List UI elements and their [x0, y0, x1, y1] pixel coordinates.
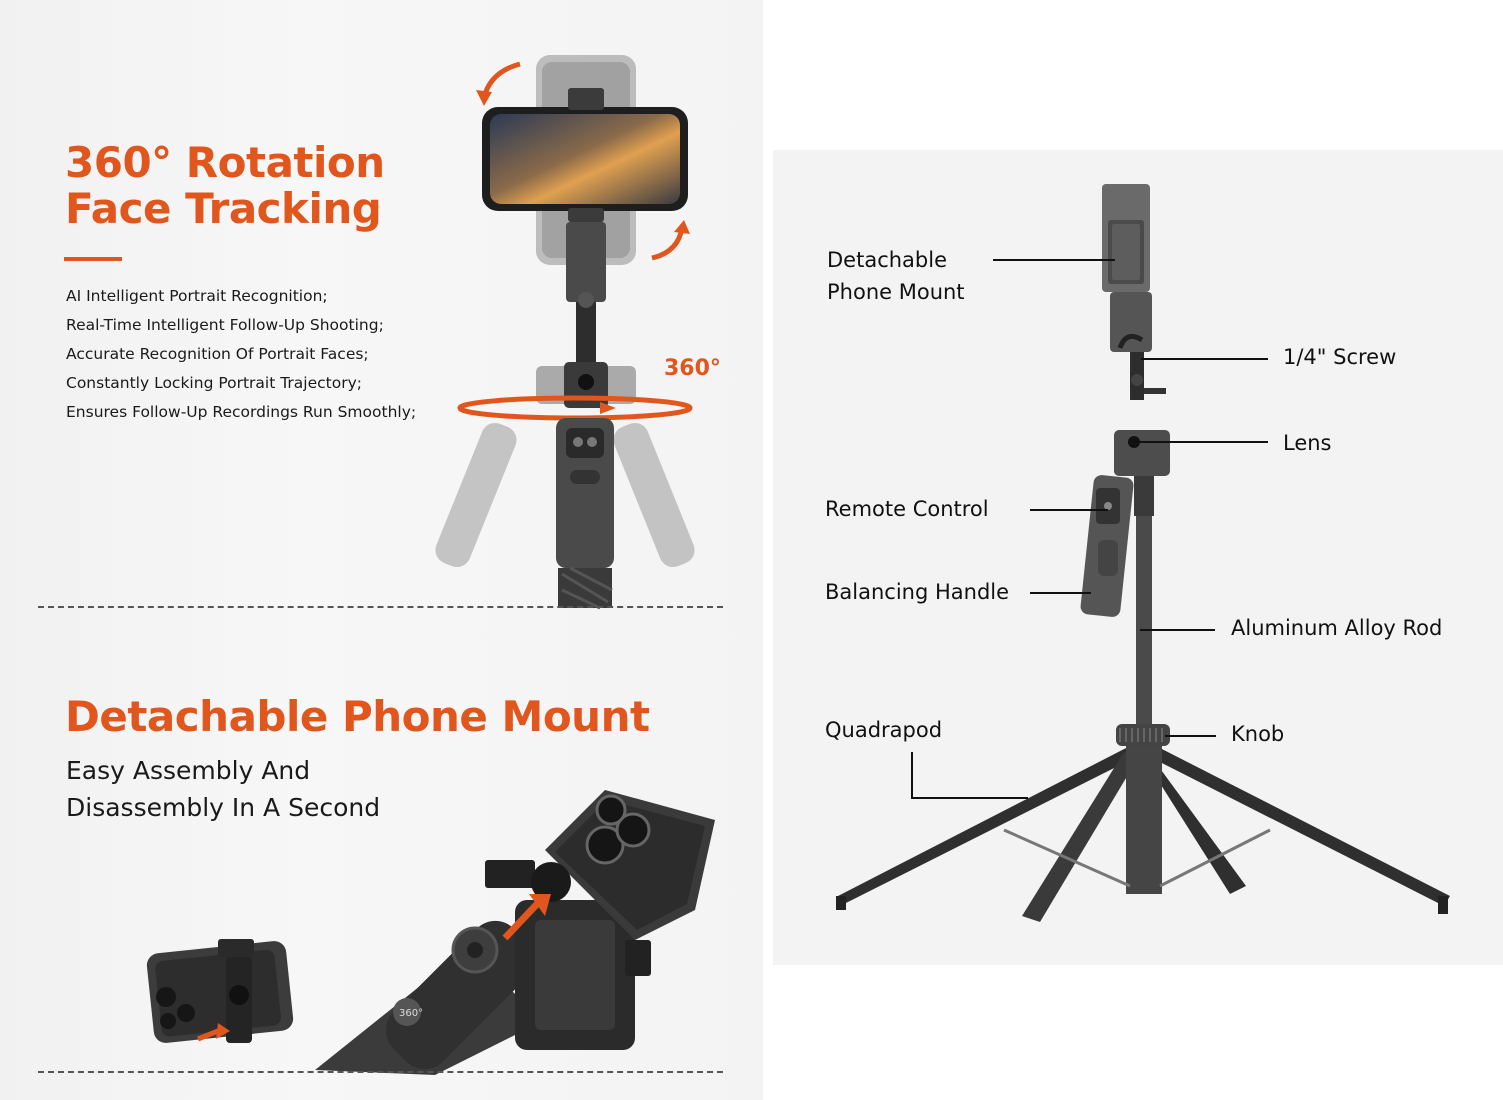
feature-item: Real-Time Intelligent Follow-Up Shooting…: [66, 316, 384, 334]
label-quadrapod: Quadrapod: [825, 718, 943, 742]
rotation-title-line-1: 360° Rotation: [65, 138, 385, 187]
detachable-mount-illustration: 360°: [315, 790, 715, 1075]
label-remote-control: Remote Control: [825, 497, 989, 521]
label-detachable-line-1: Detachable: [827, 248, 948, 272]
dial-label: 360°: [399, 1008, 423, 1019]
feature-item: Accurate Recognition Of Portrait Faces;: [66, 345, 369, 363]
feature-item: Constantly Locking Portrait Trajectory;: [66, 374, 362, 392]
mount-subtitle-line-1: Easy Assembly And: [66, 756, 311, 785]
label-screw: 1/4" Screw: [1283, 345, 1397, 369]
label-knob: Knob: [1231, 722, 1285, 746]
feature-item: Ensures Follow-Up Recordings Run Smoothl…: [66, 403, 417, 421]
mount-subtitle-line-2: Disassembly In A Second: [66, 793, 381, 822]
label-lens: Lens: [1283, 431, 1332, 455]
label-detachable-line-2: Phone Mount: [827, 280, 965, 304]
feature-item: AI Intelligent Portrait Recognition;: [66, 287, 328, 305]
section-divider: [38, 606, 723, 608]
label-aluminum-rod: Aluminum Alloy Rod: [1231, 616, 1443, 640]
feature-list: AI Intelligent Portrait Recognition; Rea…: [66, 282, 416, 427]
rotating-gimbal-illustration: [435, 55, 695, 610]
rotation-title-line-2: Face Tracking: [65, 184, 382, 233]
label-balancing-handle: Balancing Handle: [825, 580, 1010, 604]
title-accent-line: [64, 257, 122, 261]
phone-on-mount-illustration: [146, 939, 294, 1043]
rotation-degree-label: 360°: [664, 356, 721, 381]
mount-title: Detachable Phone Mount: [65, 692, 650, 741]
bottom-divider: [38, 1071, 723, 1073]
